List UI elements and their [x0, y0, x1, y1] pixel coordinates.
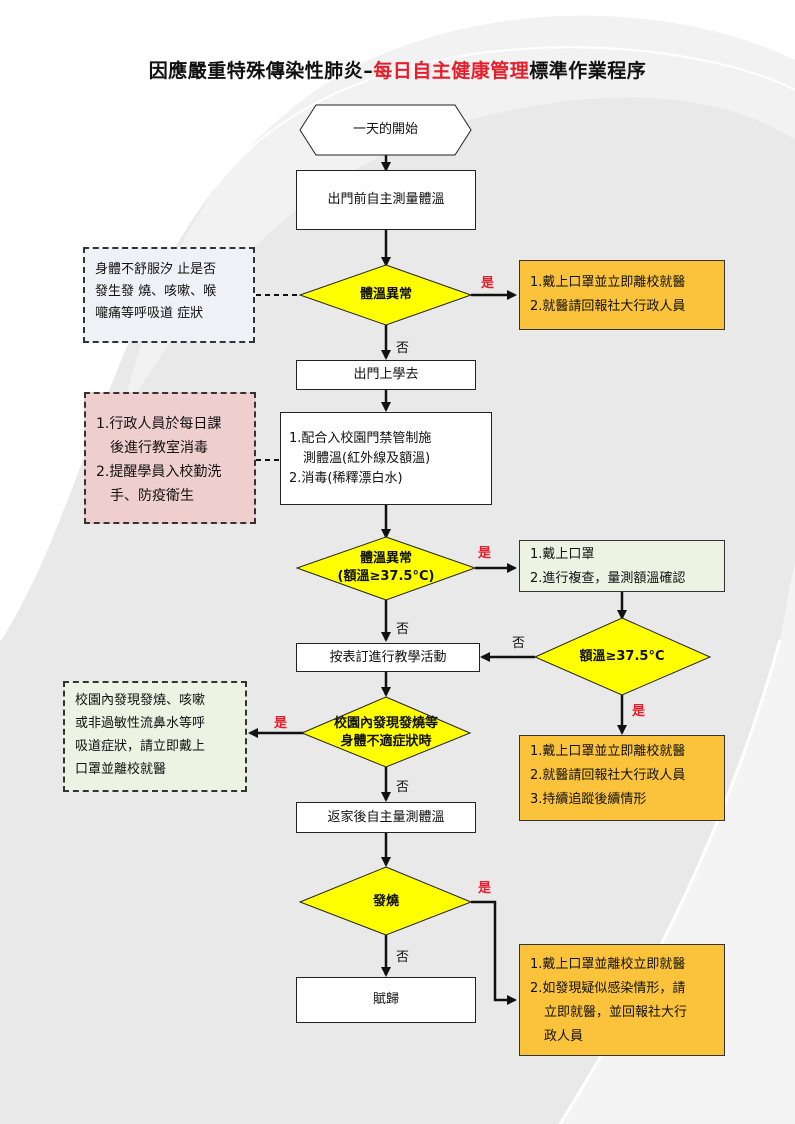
title-prefix: 因應嚴重特殊傳染性肺炎– — [148, 60, 374, 82]
note-admin-disinfection: 1.行政人員於每日課 後進行教室消毒 2.提醒學員入校勤洗 手、防疫衛生 — [84, 392, 256, 524]
action2-item-1: 1.戴上口罩 — [530, 547, 595, 562]
decision4-label: 校園內發現發燒等 身體不適症狀時 — [320, 714, 452, 752]
decision3-no-label: 否 — [512, 636, 526, 651]
action5-item-1: 1.戴上口罩並離校立即就醫 — [530, 957, 686, 972]
decision4-line-2: 身體不適症狀時 — [340, 734, 432, 749]
decision2-label: 體溫異常 (額溫≥37.5°C) — [316, 548, 456, 588]
page-title: 因應嚴重特殊傳染性肺炎–每日自主健康管理標準作業程序 — [0, 56, 795, 83]
decision2-line-2: (額溫≥37.5°C) — [337, 569, 435, 584]
note2-line-1: 1.行政人員於每日課 — [96, 416, 222, 432]
title-suffix: 標準作業程序 — [529, 60, 647, 82]
action1-item-1: 1.戴上口罩並立即離校就醫 — [530, 275, 686, 290]
step-go-to-school: 出門上學去 — [296, 360, 476, 390]
decision5-diamond — [298, 866, 473, 936]
action3-item-1: 1.戴上口罩並立即離校就醫 — [530, 744, 686, 759]
decision4-diamond — [300, 696, 472, 768]
action-box-decision5-yes: 1.戴上口罩並離校立即就醫 2.如發現疑似感染情形，請 立即就醫，並回報社大行 … — [519, 944, 725, 1056]
note3-line-2: 或非過敏性流鼻水等呼 — [75, 716, 206, 731]
action3-item-3: 3.持續追蹤後續情形 — [530, 792, 647, 807]
step3-line-1: 1.配合入校園門禁管制施 — [289, 431, 432, 446]
action5-item-3: 立即就醫，並回報社大行 — [544, 1005, 688, 1020]
note2-line-4: 手、防疫衛生 — [110, 488, 194, 504]
note-campus-symptoms: 校園內發現發燒、咳嗽 或非過敏性流鼻水等呼 吸道症狀，請立即戴上 口罩並離校就醫 — [63, 681, 247, 792]
title-highlight: 每日自主健康管理 — [373, 60, 530, 82]
decision2-line-1: 體溫異常 — [359, 551, 412, 566]
decision3-yes-label: 是 — [632, 704, 646, 719]
action5-item-4: 政人員 — [544, 1029, 584, 1044]
decision2-yes-label: 是 — [478, 546, 492, 561]
step-return-home-end: 賦歸 — [296, 977, 476, 1023]
note-symptoms-check: 身體不舒服汐 止是否 發生發 燒、咳嗽、喉 嚨痛等呼吸道 症狀 — [83, 247, 255, 343]
decision5-no-label: 否 — [396, 950, 410, 965]
decision1-diamond — [298, 264, 473, 326]
action-box-decision3-yes: 1.戴上口罩並立即離校就醫 2.就醫請回報社大行政人員 3.持續追蹤後續情形 — [519, 735, 725, 821]
decision2-no-label: 否 — [396, 622, 410, 637]
action-box-decision1-yes: 1.戴上口罩並立即離校就醫 2.就醫請回報社大行政人員 — [519, 260, 725, 330]
decision1-no-label: 否 — [396, 341, 410, 356]
decision4-line-1: 校園內發現發燒等 — [333, 716, 438, 731]
step-campus-entry-control: 1.配合入校園門禁管制施 測體溫(紅外線及額溫) 2.消毒(稀釋漂白水) — [280, 412, 492, 505]
decision3-label: 額溫≥37.5°C — [579, 649, 665, 664]
arrow-decision5-yes — [471, 900, 517, 1005]
decision4-yes-label: 是 — [274, 716, 288, 731]
note1-line-3: 嚨痛等呼吸道 症狀 — [95, 306, 204, 321]
step3-line-3: 2.消毒(稀釋漂白水) — [289, 471, 403, 486]
step-teaching-activities: 按表訂進行教學活動 — [296, 643, 480, 672]
action3-item-2: 2.就醫請回報社大行政人員 — [530, 768, 686, 783]
start-label: 一天的開始 — [352, 122, 418, 137]
step3-line-2: 測體溫(紅外線及額溫) — [303, 451, 431, 466]
action1-item-2: 2.就醫請回報社大行政人員 — [530, 299, 686, 314]
decision4-no-label: 否 — [396, 780, 410, 795]
note1-line-1: 身體不舒服汐 止是否 — [95, 262, 217, 277]
note3-line-4: 口罩並離校就醫 — [75, 762, 167, 777]
decision3-diamond — [533, 617, 712, 696]
decision5-label: 發燒 — [372, 894, 399, 909]
decision1-yes-label: 是 — [481, 276, 495, 291]
note1-line-2: 發生發 燒、咳嗽、喉 — [95, 284, 217, 299]
step-home-temp-measure: 返家後自主量測體溫 — [296, 802, 476, 833]
start-terminator — [299, 104, 472, 156]
note2-line-3: 2.提醒學員入校勤洗 — [96, 464, 222, 480]
decision2-diamond — [295, 536, 477, 601]
action2-item-2: 2.進行複查，量測額溫確認 — [530, 571, 686, 586]
step-measure-temp-before-leaving: 出門前自主測量體溫 — [296, 170, 476, 230]
action-box-decision2-yes: 1.戴上口罩 2.進行複查，量測額溫確認 — [519, 540, 725, 592]
decision5-yes-label: 是 — [478, 881, 492, 896]
action5-item-2: 2.如發現疑似感染情形，請 — [530, 981, 686, 996]
decision1-label: 體溫異常 — [359, 287, 412, 302]
note3-line-3: 吸道症狀，請立即戴上 — [75, 739, 206, 754]
note2-line-2: 後進行教室消毒 — [110, 440, 208, 456]
note3-line-1: 校園內發現發燒、咳嗽 — [75, 693, 206, 708]
